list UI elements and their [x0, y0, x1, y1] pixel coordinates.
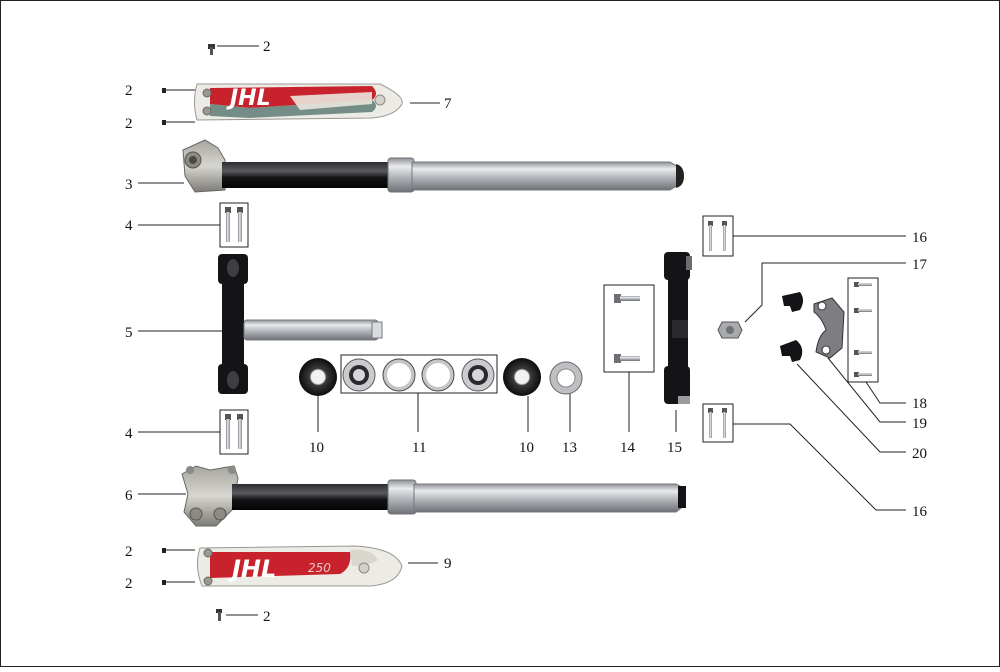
callout-2-top: 2 [263, 39, 271, 55]
callout-2-bottom: 2 [263, 609, 271, 625]
bearing-set-11 [342, 358, 495, 392]
leader-20 [796, 363, 906, 453]
triple-clamp-lower [218, 254, 383, 394]
handlebar-clamp-lower-20 [780, 340, 803, 362]
callout-19: 19 [912, 416, 927, 432]
callout-2-guard-bot-b: 2 [125, 576, 133, 592]
callout-2-guard-top-a: 2 [125, 83, 133, 99]
handlebar-clamp-upper-20 [782, 292, 803, 312]
bolt-2-top [208, 44, 215, 55]
fork-guard-bottom: JHL 250 [196, 545, 403, 587]
clamp-plate-19 [813, 297, 845, 359]
fork-guard-top: JHL [194, 83, 403, 121]
guard-logo-top: JHL [226, 86, 271, 111]
bolts-18 [854, 282, 872, 377]
callout-18: 18 [912, 396, 927, 412]
stem-nut-17 [717, 321, 743, 339]
callout-16-bottom: 16 [912, 504, 928, 520]
bolt-pair-4-bottom [225, 414, 243, 449]
callout-7: 7 [444, 96, 452, 112]
callout-5: 5 [125, 325, 133, 341]
callout-20: 20 [912, 446, 927, 462]
leader-17 [744, 262, 906, 323]
bolt-pair-16-top [708, 221, 727, 251]
bolt-2-bottom [216, 609, 222, 621]
bolt-pair-16-bottom [708, 408, 727, 438]
callout-14: 14 [620, 440, 636, 456]
bolt-pair-4-top [225, 207, 243, 242]
callout-9: 9 [444, 556, 452, 572]
callout-2-guard-bot-a: 2 [125, 544, 133, 560]
box-11 [340, 354, 498, 394]
callout-17: 17 [912, 257, 928, 273]
callout-10-right: 10 [519, 440, 534, 456]
triple-clamp-upper [664, 252, 692, 404]
leader-16-bottom [733, 423, 906, 511]
steering-nut-13 [549, 361, 583, 395]
callout-13: 13 [562, 440, 577, 456]
box-4-top [219, 202, 249, 248]
callout-16-top: 16 [912, 230, 928, 246]
guard-logo-bottom: JHL [228, 555, 276, 583]
fork-leg-bottom [181, 465, 686, 527]
callout-11: 11 [412, 440, 426, 456]
box-18 [847, 277, 879, 383]
bolt-pair-14 [614, 294, 640, 363]
box-16-top [702, 215, 734, 257]
callout-6: 6 [125, 488, 133, 504]
dust-seal-left [299, 358, 337, 396]
callout-15: 15 [667, 440, 682, 456]
box-16-bottom [702, 403, 734, 443]
callout-2-guard-top-b: 2 [125, 116, 133, 132]
leader-18 [865, 381, 906, 404]
guard-handwriting-bottom: 250 [308, 561, 331, 575]
box-4-bottom [219, 409, 249, 455]
dust-seal-right [503, 358, 541, 396]
callout-10-left: 10 [309, 440, 324, 456]
callout-3: 3 [125, 177, 133, 193]
callout-4-top: 4 [125, 218, 133, 234]
callout-4-bottom: 4 [125, 426, 133, 442]
leader-19 [827, 357, 906, 423]
fork-leg-top [182, 139, 684, 193]
